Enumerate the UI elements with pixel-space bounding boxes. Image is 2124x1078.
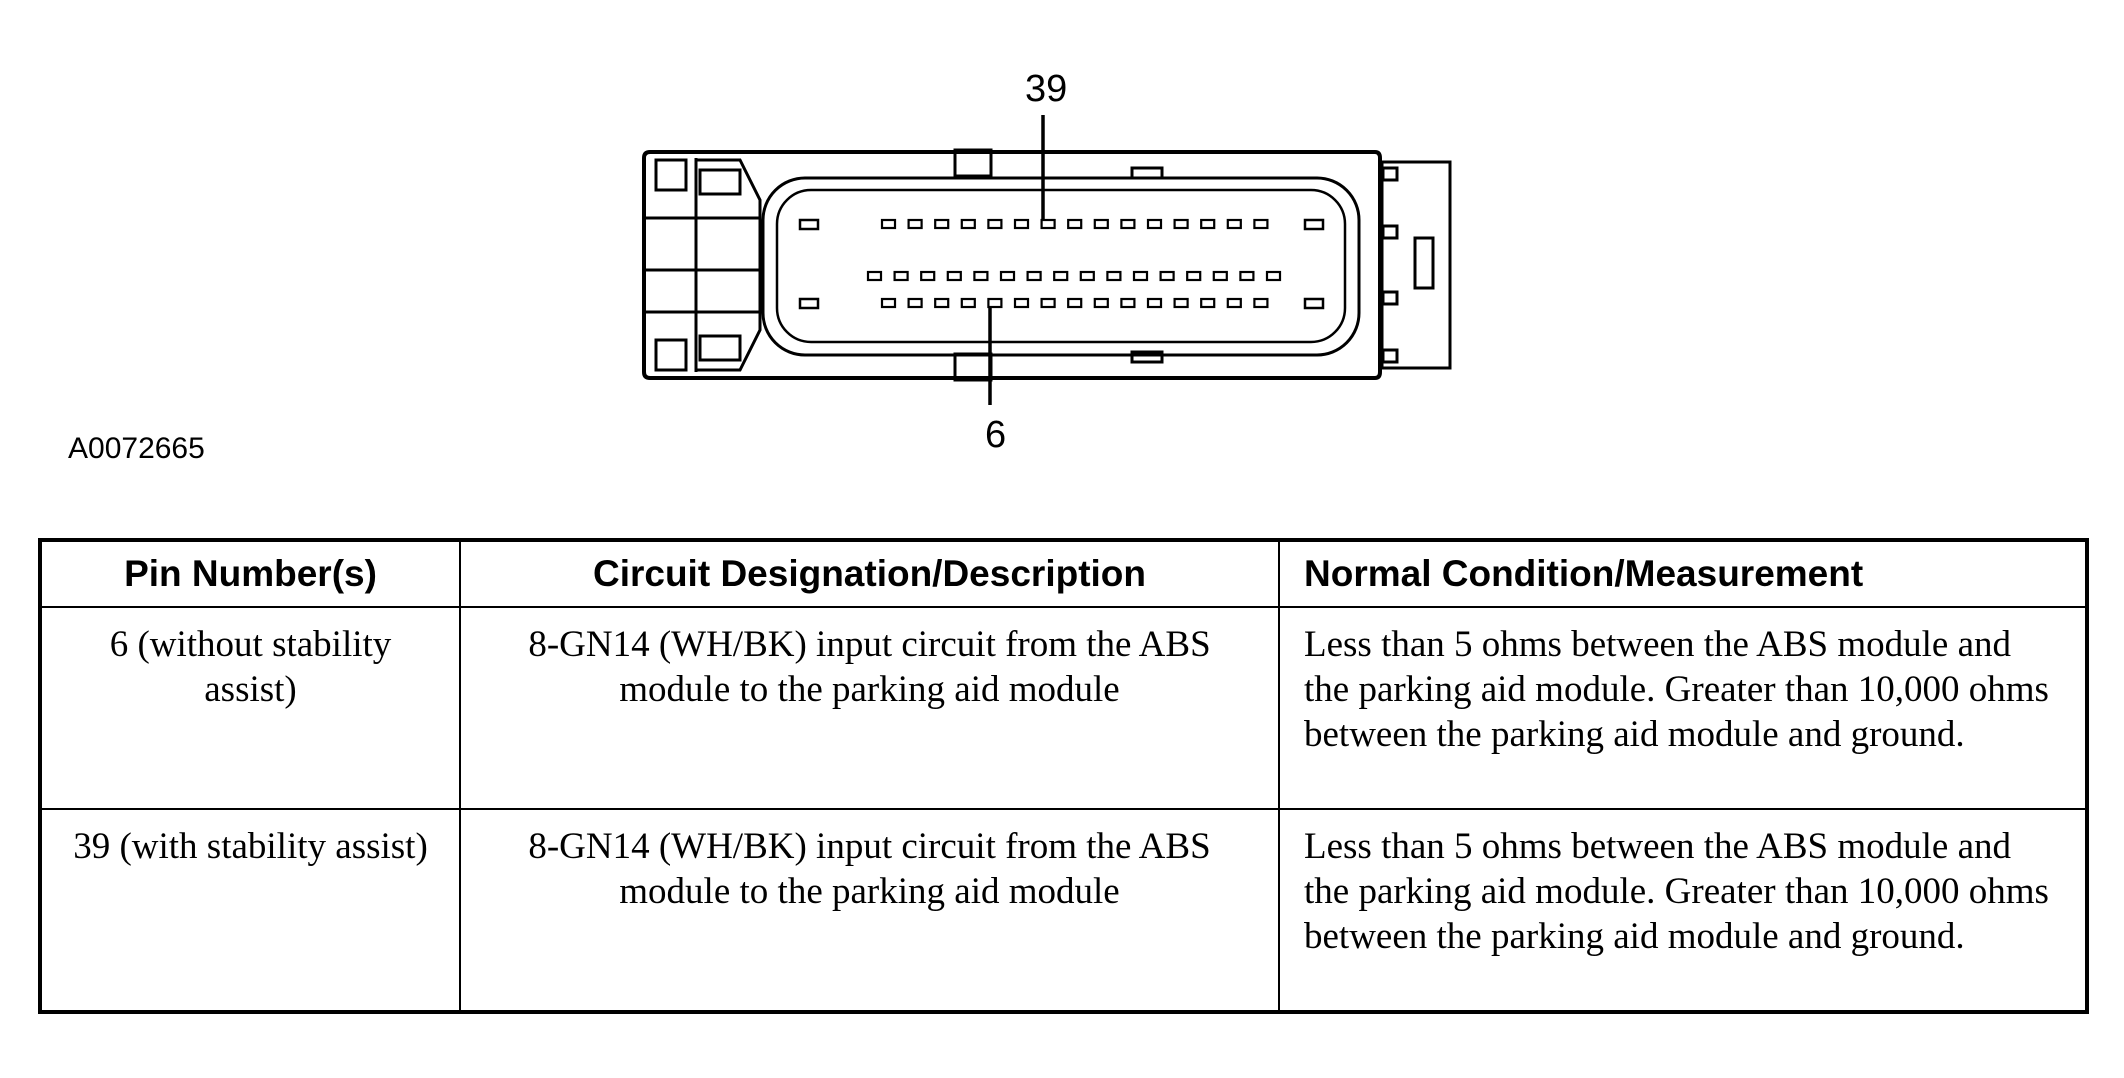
cell-condition: Less than 5 ohms between the ABS module … xyxy=(1278,606,2088,810)
pin-cavity xyxy=(973,270,989,282)
header-pin-numbers: Pin Number(s) xyxy=(39,539,461,608)
pin-rows xyxy=(866,218,1282,309)
pin-cavity xyxy=(1067,218,1083,230)
pin-cavity xyxy=(1093,297,1109,309)
header-condition: Normal Condition/Measurement xyxy=(1278,539,2088,608)
pin-cavity xyxy=(946,270,962,282)
table-row: 39 (with stability assist) 8-GN14 (WH/BK… xyxy=(39,808,2088,1013)
pin-cavity xyxy=(907,297,923,309)
end-cavities xyxy=(798,218,1325,310)
header-circuit: Circuit Designation/Description xyxy=(459,539,1280,608)
connector-body xyxy=(642,150,1382,380)
pin-cavity xyxy=(960,218,976,230)
pin-cavity xyxy=(934,297,950,309)
callout-pin-6: 6 xyxy=(985,414,1007,456)
pin-cavity xyxy=(1013,218,1030,230)
pin-cavity xyxy=(987,297,1003,309)
pin-cavity xyxy=(960,297,976,309)
cell-pin: 6 (without stability assist) xyxy=(39,606,461,810)
pinout-table: Pin Number(s) Circuit Designation/Descri… xyxy=(38,538,2089,1014)
cell-pin: 39 (with stability assist) xyxy=(39,808,461,1013)
pin-cavity xyxy=(893,270,909,282)
pin-cavity xyxy=(1106,270,1122,282)
pin-cavity xyxy=(1265,270,1282,282)
pin-cavity xyxy=(880,218,897,230)
cell-condition: Less than 5 ohms between the ABS module … xyxy=(1278,808,2088,1013)
pin-cavity xyxy=(1146,297,1163,309)
pin-cavity xyxy=(880,297,897,309)
pin-shroud-outer xyxy=(761,176,1361,357)
pin-cavity xyxy=(1093,218,1109,230)
pin-cavity xyxy=(1053,270,1069,282)
pin-cavity xyxy=(907,218,923,230)
pin-cavity xyxy=(1120,297,1136,309)
pin-cavity xyxy=(1226,297,1242,309)
callout-pin-39: 39 xyxy=(1025,68,1068,110)
pin-cavity xyxy=(934,218,950,230)
pin-cavity xyxy=(1200,218,1216,230)
pin-cavity xyxy=(1040,297,1056,309)
pin-cavity xyxy=(987,218,1003,230)
pin-cavity xyxy=(920,270,936,282)
figure-id: A0072665 xyxy=(68,432,205,465)
pin-cavity xyxy=(1159,270,1175,282)
connector-diagram xyxy=(642,115,1452,405)
pin-cavity xyxy=(1226,218,1242,230)
pin-cavity xyxy=(1173,297,1189,309)
pin-shroud-inner xyxy=(775,188,1347,344)
cell-circuit: 8-GN14 (WH/BK) input circuit from the AB… xyxy=(459,808,1280,1013)
pin-cavity xyxy=(1239,270,1255,282)
pin-cavity xyxy=(1200,297,1216,309)
table-row: 6 (without stability assist) 8-GN14 (WH/… xyxy=(39,606,2088,810)
pin-cavity xyxy=(1253,297,1269,309)
pin-cavity xyxy=(1132,270,1149,282)
pin-cavity xyxy=(1026,270,1042,282)
pin-cavity xyxy=(999,270,1016,282)
pin-cavity xyxy=(1253,218,1269,230)
pin-cavity xyxy=(1067,297,1083,309)
housing-tabs xyxy=(953,148,1164,382)
rear-housing xyxy=(1380,160,1452,370)
pin-cavity xyxy=(1173,218,1189,230)
pin-cavity xyxy=(866,270,883,282)
table-header-row: Pin Number(s) Circuit Designation/Descri… xyxy=(39,539,2088,608)
pin-cavity xyxy=(1120,218,1136,230)
cell-circuit: 8-GN14 (WH/BK) input circuit from the AB… xyxy=(459,606,1280,810)
pin-cavity xyxy=(1040,218,1056,230)
pin-cavity xyxy=(1146,218,1163,230)
pin-cavity xyxy=(1013,297,1030,309)
left-latch xyxy=(644,158,762,372)
pin-cavity xyxy=(1079,270,1095,282)
pin-cavity xyxy=(1212,270,1228,282)
pin-cavity xyxy=(1186,270,1202,282)
